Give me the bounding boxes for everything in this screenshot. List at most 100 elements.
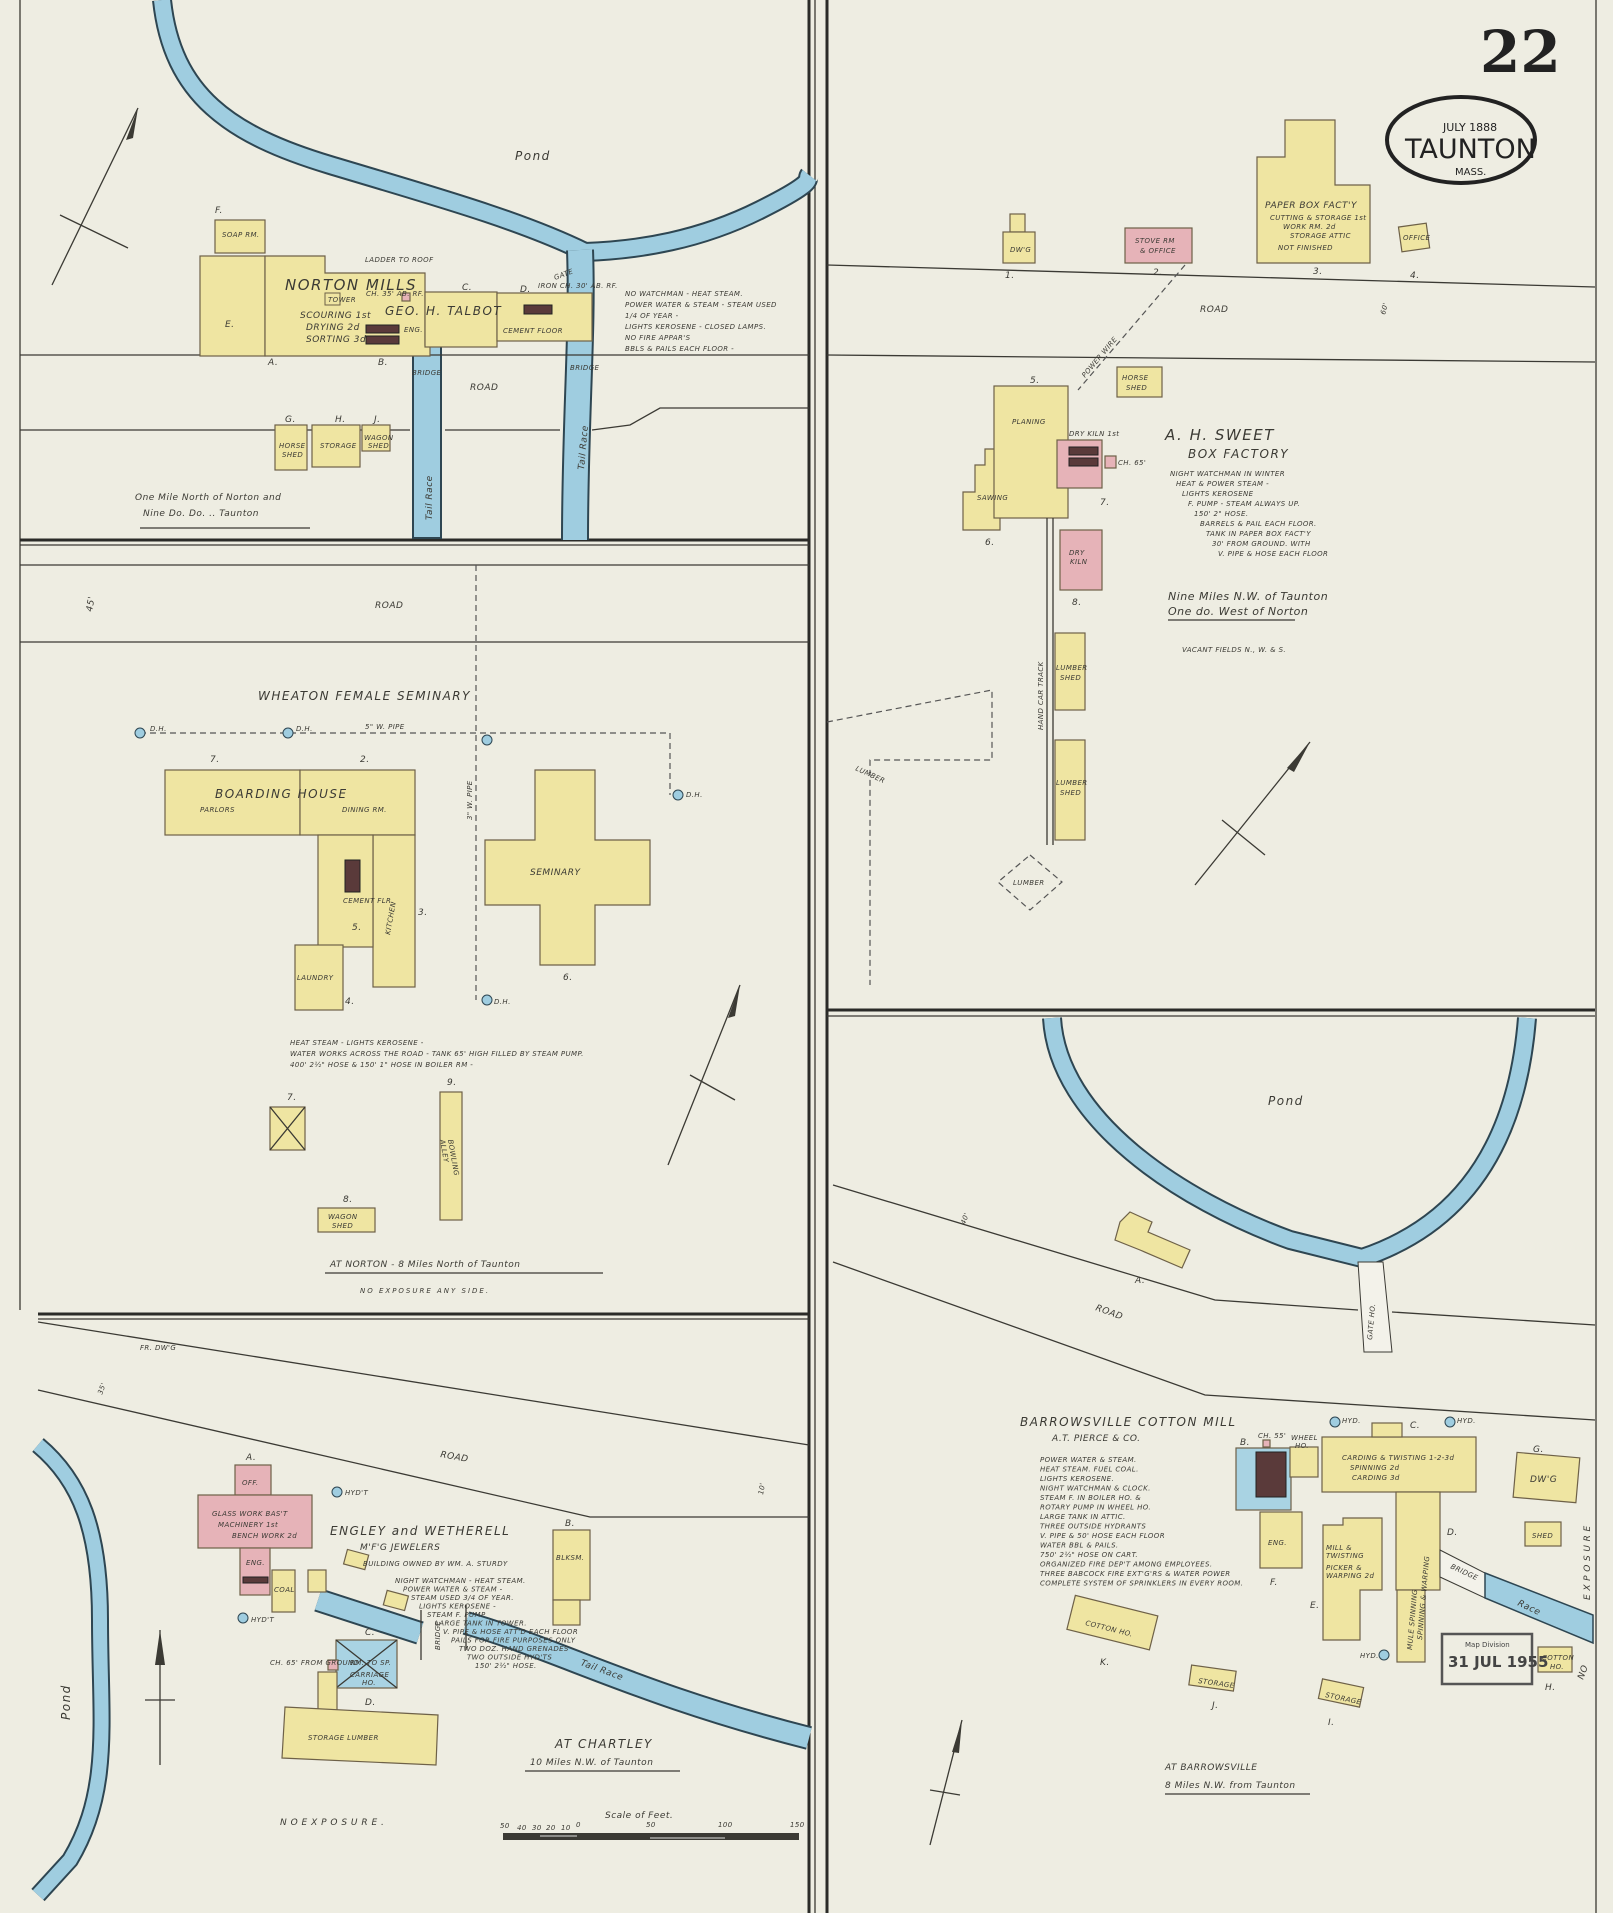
label-dh: D.H. [494, 998, 511, 1006]
letter-b: B. [1240, 1438, 1250, 1448]
letter-j: J. [372, 415, 381, 425]
location-text: AT CHARTLEY [554, 1737, 653, 1751]
label-cement: CEMENT FLR. [343, 897, 394, 905]
label-mill-floor: CARDING & TWISTING 1-2-3d [1342, 1454, 1455, 1462]
letter-e: E. [1310, 1601, 1320, 1611]
note-line: STEAM USED 3/4 OF YEAR. [411, 1594, 514, 1602]
note-line: NO WATCHMAN - HEAT STEAM. [625, 290, 743, 298]
note-line: STEAM F. PUMP [427, 1611, 486, 1619]
letter-i: I. [1328, 1718, 1335, 1728]
label-dh: D.H. [686, 791, 703, 799]
number: 7. [1100, 498, 1110, 508]
label-wheel-house: HO. [1295, 1442, 1309, 1450]
label-wagon-shed: WAGON [328, 1213, 358, 1221]
label-ladder: LADDER TO ROOF [365, 256, 434, 264]
exposure-note: N O E X P O S U R E . [280, 1818, 384, 1828]
number: 6. [563, 973, 573, 983]
label-carriage-house: HO. [362, 1679, 376, 1687]
label-bridge: BRIDGE [412, 369, 442, 377]
note-line: PAILS FOR FIRE PURPOSES ONLY [451, 1637, 576, 1645]
letter-d: D. [520, 285, 531, 295]
label-hydrant: HYD. [1457, 1417, 1476, 1425]
label-storage: STORAGE [320, 442, 357, 450]
scale-tick: 10 [561, 1824, 571, 1832]
label-cotton-house: COTTON [1542, 1654, 1574, 1662]
label-sawing: SAWING [977, 494, 1008, 502]
lumber-yards [826, 689, 1063, 985]
notes-wheaton: HEAT STEAM - LIGHTS KEROSENE - WATER WORK… [290, 1039, 584, 1069]
number: 3. [418, 908, 428, 918]
label-paper-floor: WORK RM. 2d [1283, 223, 1336, 231]
location-text: 10 Miles N.W. of Taunton [530, 1758, 653, 1768]
building-seminary [484, 769, 651, 966]
label-rm-to-sp: RM. TO SP. [350, 1659, 391, 1667]
letter-g: G. [285, 415, 296, 425]
location-text: AT BARROWSVILLE [1164, 1763, 1257, 1773]
panel-barrowsville: Pond GATE HO. ROAD 40' A. BARROWSVILLE C… [832, 1017, 1596, 1846]
label-cotton-house: HO. [1550, 1663, 1564, 1671]
label-lumber-shed: SHED [1060, 789, 1081, 797]
building-b-blacksmith [552, 1529, 591, 1626]
label-chimney: CH. 35' AB. RF. [366, 290, 424, 298]
label-wagon-shed: SHED [368, 442, 389, 450]
letter-j: J. [1210, 1701, 1219, 1711]
scale-tick: 50 [500, 1822, 510, 1830]
library-stamp: Map Division 31 JUL 1955 [1440, 1632, 1548, 1686]
note-line: POWER WATER & STEAM. [1040, 1456, 1137, 1464]
notes-barrowsville: POWER WATER & STEAM.HEAT STEAM. FUEL COA… [1040, 1456, 1243, 1588]
roadside-buildings [1002, 119, 1431, 264]
panel-frame [19, 0, 1597, 1913]
note-line: WATER WORKS ACROSS THE ROAD - TANK 65' H… [290, 1050, 584, 1058]
label-stove-rm: & OFFICE [1140, 247, 1176, 255]
label-road-width: 35' [96, 1382, 108, 1396]
label-gate-house: GATE HO. [1366, 1303, 1377, 1340]
label-lumber-shed: LUMBER [1056, 779, 1088, 787]
label-vacant-fields: VACANT FIELDS N., W. & S. [1182, 646, 1286, 654]
label-eng: ENG. [246, 1559, 265, 1567]
label-road: ROAD [439, 1450, 469, 1465]
label-horse-shed: SHED [282, 451, 303, 459]
note-line: HEAT STEAM - LIGHTS KEROSENE - [290, 1039, 424, 1047]
scale-tick: 20 [546, 1824, 556, 1832]
label-horse-shed: HORSE [1122, 374, 1149, 382]
label-dining: DINING RM. [342, 806, 387, 814]
label-road-width: 10' [757, 1482, 767, 1495]
label-bridge: BRIDGE [434, 1620, 442, 1650]
label-iron-chimney: IRON CH. 30' AB. RF. [538, 282, 618, 290]
note-line: COMPLETE SYSTEM OF SPRINKLERS IN EVERY R… [1040, 1580, 1243, 1588]
letter-b: B. [378, 358, 388, 368]
label-office: OFFICE [1403, 234, 1431, 242]
note-line: F. PUMP - STEAM ALWAYS UP. [1188, 500, 1300, 508]
label-paper-box-factory: PAPER BOX FACT'Y [1265, 201, 1358, 211]
location-text: One do. West of Norton [1168, 605, 1308, 618]
label-tower: TOWER [328, 296, 356, 304]
label-engley-wetherell: ENGLEY and WETHERELL [330, 1524, 510, 1538]
label-planing: PLANING [1012, 418, 1046, 426]
sheet-state: MASS. [1455, 167, 1486, 178]
note-line: 30' FROM GROUND. WITH [1212, 540, 1311, 548]
label-wheaton-female-seminary: WHEATON FEMALE SEMINARY [258, 689, 471, 703]
scale-tick: 150 [790, 1821, 805, 1829]
label-office: OFF. [242, 1479, 259, 1487]
note-line: V. PIPE & HOSE ATT'D EACH FLOOR [443, 1628, 578, 1636]
label-chimney: CH. 65' [1118, 459, 1146, 467]
scale-tick: 0 [576, 1821, 581, 1829]
label-carriage-house: CARRIAGE [350, 1671, 389, 1679]
stamp-date: 31 JUL 1955 [1448, 1653, 1548, 1671]
note-line: 750' 2½" HOSE ON CART. [1040, 1551, 1138, 1559]
label-pipe: 3" W. PIPE [466, 780, 474, 820]
letter-f: F. [215, 206, 223, 216]
number: 1. [1005, 271, 1015, 281]
label-paper-floor: CUTTING & STORAGE 1st [1270, 214, 1366, 222]
label-hydrant: HYD'T [251, 1616, 274, 1624]
number: 5. [1030, 376, 1040, 386]
label-blacksmith: BLKSM. [556, 1554, 584, 1562]
number: 2. [1153, 268, 1163, 278]
note-line: THREE OUTSIDE HYDRANTS [1040, 1523, 1146, 1531]
number: 2. [360, 755, 370, 765]
north-arrow-icon [667, 984, 741, 1166]
number: 4. [345, 997, 355, 1007]
pond-water [31, 1438, 812, 1902]
number: 3. [1313, 267, 1323, 277]
